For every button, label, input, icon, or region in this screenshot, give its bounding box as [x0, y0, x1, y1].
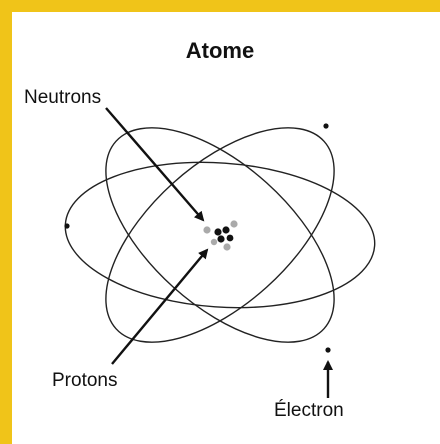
electron-label: Électron	[274, 400, 344, 421]
neutron-particle	[223, 243, 231, 251]
proton-particle	[226, 234, 234, 242]
orbit-tilted-right	[105, 127, 335, 343]
neutrons-arrow	[105, 107, 205, 222]
proton-particle	[214, 228, 222, 236]
protons-arrow	[111, 248, 209, 365]
neutrons-label: Neutrons	[24, 87, 102, 108]
proton-particle	[217, 235, 225, 243]
nucleus	[203, 220, 238, 251]
electron-dot	[323, 123, 329, 129]
neutron-particle	[210, 238, 218, 246]
electron-dot	[325, 347, 331, 353]
orbit-horizontal	[64, 161, 376, 309]
neutron-particle	[203, 226, 211, 234]
diagram-title: Atome	[185, 38, 255, 63]
neutron-particle	[230, 220, 238, 228]
proton-particle	[222, 226, 230, 234]
orbit-tilted-left	[105, 127, 335, 343]
electron-dot	[64, 223, 70, 229]
protons-label: Protons	[52, 370, 118, 391]
